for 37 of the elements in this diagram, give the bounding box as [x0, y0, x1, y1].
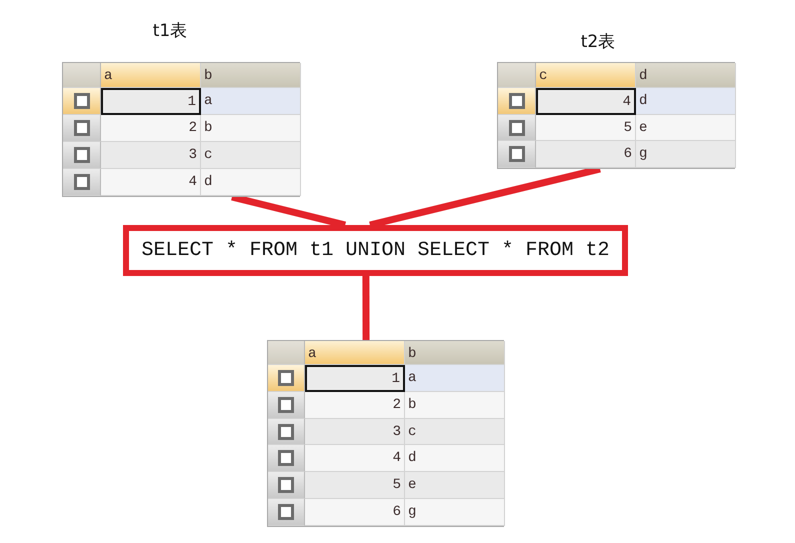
table-cell: e: [405, 472, 505, 499]
table-cell: 2: [305, 392, 405, 419]
table-cell: 6: [536, 141, 636, 168]
table-cell: 3: [101, 142, 201, 169]
table-cell: g: [405, 499, 505, 526]
table-cell: c: [405, 419, 505, 445]
table-cell: d: [201, 169, 301, 196]
table-cell: 2: [101, 115, 201, 142]
connector-line: [362, 276, 370, 340]
table-cell: 5: [305, 472, 405, 499]
table-cell: 3: [305, 419, 405, 445]
table-cell: a: [405, 365, 505, 392]
table-cell: a: [201, 88, 301, 115]
table-cell: b: [405, 392, 505, 419]
table-cell: 4: [101, 169, 201, 196]
table-cell: d: [405, 445, 505, 472]
column-header: b: [201, 63, 301, 88]
table-cell: d: [636, 88, 736, 115]
column-header: c: [536, 63, 636, 88]
table-cell: c: [201, 142, 301, 169]
column-header: b: [405, 341, 505, 365]
table-cell: 4: [305, 445, 405, 472]
table-cell: 4: [536, 88, 636, 115]
table-cell: b: [201, 115, 301, 142]
table-cell: 6: [305, 499, 405, 526]
table-cell: g: [636, 141, 736, 168]
table-cell: 1: [305, 365, 405, 392]
column-header: d: [636, 63, 736, 88]
sql-query: SELECT * FROM t1 UNION SELECT * FROM t2: [141, 240, 610, 260]
table-title: t2表: [580, 32, 616, 52]
column-header: a: [101, 63, 201, 88]
table-cell: e: [636, 115, 736, 141]
table-cell: 5: [536, 115, 636, 141]
column-header: a: [305, 341, 405, 365]
table-cell: 1: [101, 88, 201, 115]
table-title: t1表: [152, 21, 188, 41]
query-box: [123, 225, 628, 276]
